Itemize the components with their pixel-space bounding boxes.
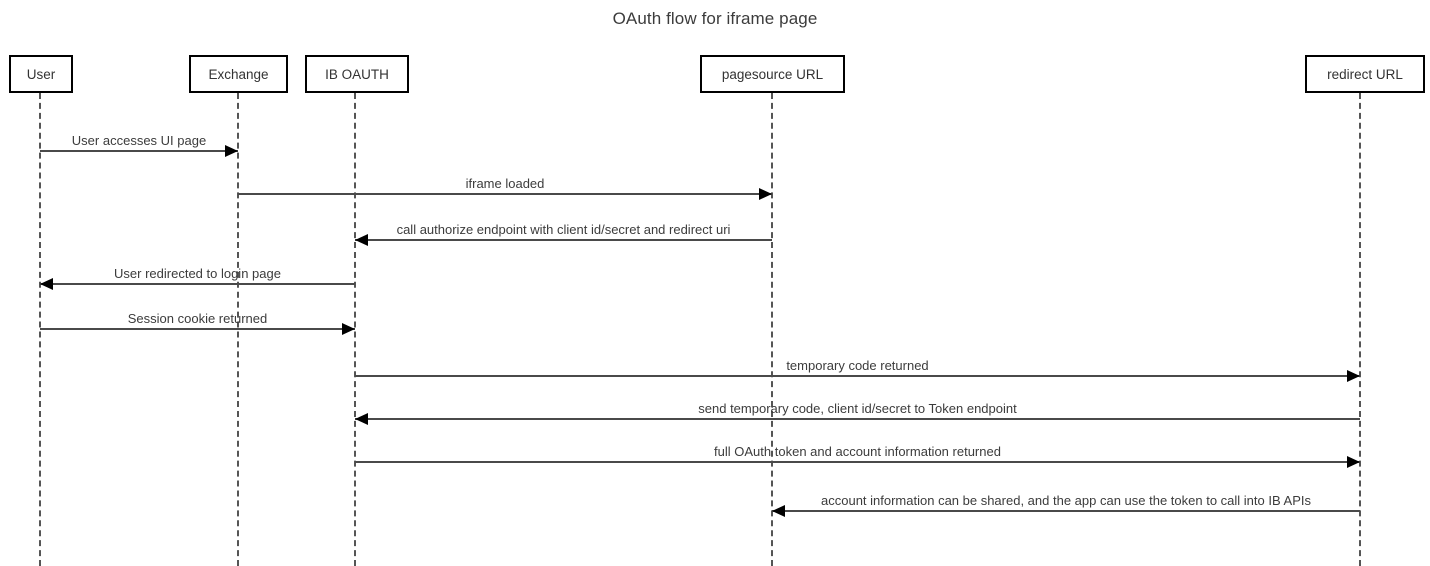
- message-line-1[interactable]: [40, 150, 238, 152]
- message-line-8[interactable]: [355, 461, 1360, 463]
- message-label-7: send temporary code, client id/secret to…: [698, 401, 1017, 416]
- participant-label: pagesource URL: [721, 66, 824, 82]
- message-label-4: User redirected to login page: [114, 266, 281, 281]
- participant-box-ib_oauth[interactable]: IB OAUTH: [305, 55, 409, 93]
- message-line-7[interactable]: [355, 418, 1360, 420]
- participant-label: IB OAUTH: [325, 66, 389, 82]
- participant-box-user[interactable]: User: [9, 55, 73, 93]
- participant-box-pagesource[interactable]: pagesource URL: [700, 55, 845, 93]
- arrowhead-right-icon-6: [1347, 370, 1360, 382]
- participant-label: Exchange: [208, 66, 269, 82]
- arrowhead-right-icon-1: [225, 145, 238, 157]
- message-label-2: iframe loaded: [465, 176, 545, 191]
- arrowhead-left-icon-3: [355, 234, 368, 246]
- message-label-6: temporary code returned: [786, 358, 929, 373]
- message-line-6[interactable]: [355, 375, 1360, 377]
- arrowhead-right-icon-5: [342, 323, 355, 335]
- arrowhead-right-icon-8: [1347, 456, 1360, 468]
- arrowhead-left-icon-4: [40, 278, 53, 290]
- arrowhead-left-icon-9: [772, 505, 785, 517]
- participant-label: redirect URL: [1327, 66, 1403, 82]
- page-title: OAuth flow for iframe page: [612, 9, 818, 28]
- message-line-3[interactable]: [355, 239, 772, 241]
- message-line-5[interactable]: [40, 328, 355, 330]
- participant-box-exchange[interactable]: Exchange: [189, 55, 288, 93]
- lifeline-redirect: [1359, 93, 1361, 566]
- message-label-5: Session cookie returned: [127, 311, 268, 326]
- arrowhead-right-icon-2: [759, 188, 772, 200]
- lifeline-pagesource: [771, 93, 773, 566]
- message-label-3: call authorize endpoint with client id/s…: [396, 222, 731, 237]
- participant-box-redirect[interactable]: redirect URL: [1305, 55, 1425, 93]
- lifeline-ib_oauth: [354, 93, 356, 566]
- message-line-9[interactable]: [772, 510, 1360, 512]
- message-label-1: User accesses UI page: [71, 133, 207, 148]
- message-line-4[interactable]: [40, 283, 355, 285]
- message-label-9: account information can be shared, and t…: [821, 493, 1311, 508]
- message-line-2[interactable]: [238, 193, 772, 195]
- message-label-8: full OAuth token and account information…: [714, 444, 1001, 459]
- participant-label: User: [26, 66, 56, 82]
- arrowhead-left-icon-7: [355, 413, 368, 425]
